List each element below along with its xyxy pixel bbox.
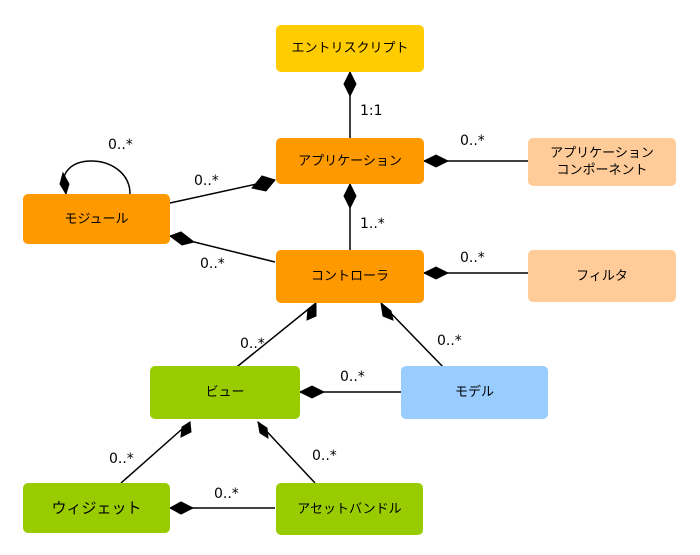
multiplicity-app-controller: 1..* [360, 216, 385, 232]
multiplicity-widget-asset: 0..* [214, 486, 239, 502]
diamond-widget-asset [168, 501, 195, 515]
node-widget: ウィジェット [23, 483, 170, 533]
multiplicity-app-component: 0..* [460, 133, 485, 149]
node-view: ビュー [150, 366, 300, 419]
diamond-entry-app [343, 70, 357, 98]
multiplicity-view-widget: 0..* [109, 451, 134, 467]
node-widget-label: ウィジェット [51, 498, 142, 517]
multiplicity-view-model: 0..* [340, 369, 365, 385]
node-controller: コントローラ [276, 250, 424, 303]
node-asset-bundle-label: アセットバンドル [297, 501, 402, 517]
node-application-component-label-1: アプリケーション [550, 146, 654, 161]
node-model-label: モデル [454, 385, 494, 400]
node-view-label: ビュー [205, 385, 245, 400]
diamond-app-controller [343, 182, 357, 210]
edge-controller-view [232, 302, 317, 371]
diamond-view-model [298, 385, 326, 399]
node-entry-script: エントリスクリプト [276, 25, 424, 72]
node-application: アプリケーション [276, 138, 424, 184]
node-model: モデル [401, 366, 548, 419]
node-entry-script-label: エントリスクリプト [291, 41, 409, 56]
multiplicity-entry-app: 1:1 [360, 103, 383, 119]
node-module: モジュール [23, 194, 170, 244]
node-asset-bundle: アセットバンドル [276, 483, 423, 535]
diamond-app-module [251, 175, 276, 192]
edge-module-self [62, 160, 131, 195]
multiplicity-module-self: 0..* [108, 137, 133, 153]
multiplicity-controller-view: 0..* [240, 336, 265, 352]
node-application-label: アプリケーション [298, 153, 402, 169]
node-application-component-label-2: コンポーネント [556, 163, 648, 178]
diamond-view-asset [257, 420, 269, 439]
node-filter: フィルタ [528, 250, 676, 302]
node-application-component: アプリケーション コンポーネント [528, 138, 676, 186]
diamond-controller-view [306, 302, 317, 321]
node-filter-label: フィルタ [576, 268, 628, 284]
node-module-label: モジュール [64, 211, 129, 227]
node-controller-label: コントローラ [310, 269, 389, 284]
multiplicity-view-asset: 0..* [312, 448, 337, 464]
multiplicity-app-module: 0..* [194, 173, 219, 189]
multiplicity-controller-filter: 0..* [460, 250, 485, 266]
diamond-controller-model [380, 301, 394, 321]
diamond-module-controller [168, 231, 196, 246]
diamond-app-component [422, 154, 450, 168]
diamond-view-widget [180, 421, 192, 438]
multiplicity-module-controller: 0..* [200, 256, 225, 272]
edge-view-widget [120, 421, 191, 484]
diamond-controller-filter [422, 266, 450, 280]
multiplicity-controller-model: 0..* [437, 333, 462, 349]
diamond-module-self [59, 171, 70, 196]
